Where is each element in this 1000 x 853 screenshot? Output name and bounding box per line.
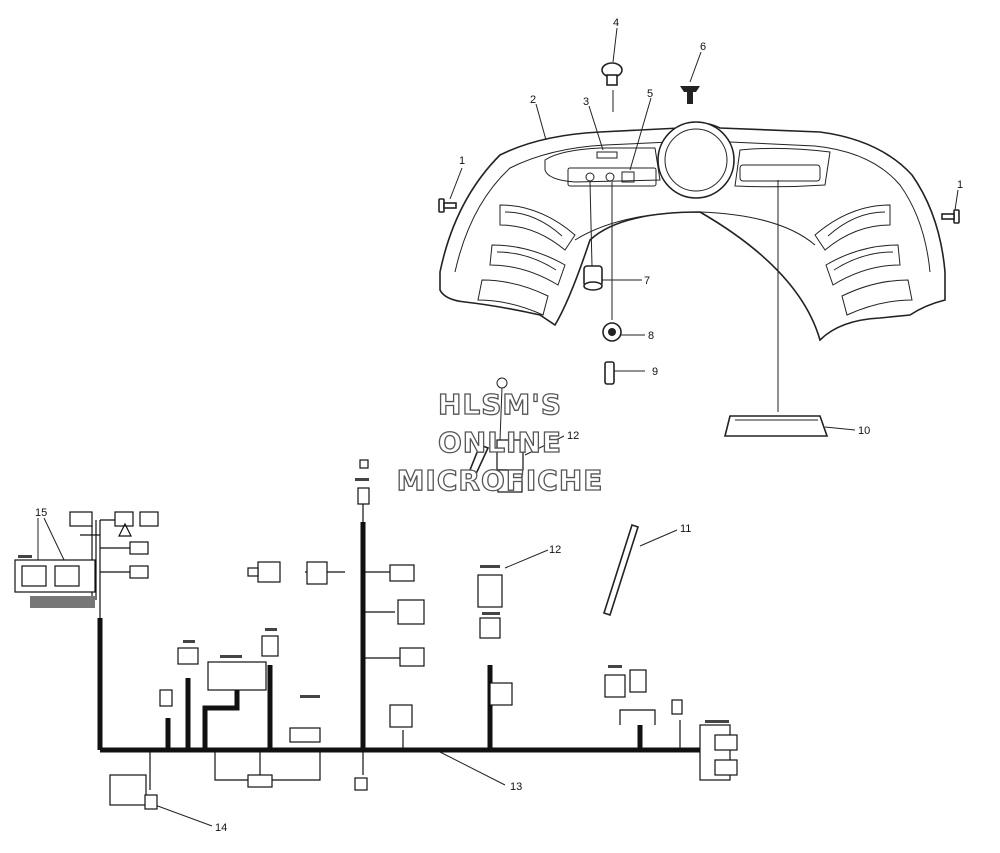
wire-harness — [80, 519, 700, 790]
watermark: HLSM'S ONLINE MICROFICHE — [396, 387, 604, 497]
callout-12-upper: 12 — [567, 430, 579, 442]
cylinder-part — [583, 265, 603, 291]
dash-panel — [439, 121, 946, 342]
callout-14: 14 — [215, 822, 227, 834]
watermark-line-2: ONLINE — [438, 426, 562, 459]
knob-part — [601, 62, 623, 112]
callout-5: 5 — [647, 88, 653, 100]
pin-left — [438, 198, 457, 213]
callout-13: 13 — [510, 781, 522, 793]
lens-part — [723, 415, 829, 437]
callout-9: 9 — [652, 366, 658, 378]
watermark-line-1: HLSM'S — [438, 388, 562, 421]
callout-6: 6 — [700, 41, 706, 53]
callout-7: 7 — [644, 275, 650, 287]
nut-part — [602, 322, 622, 342]
callout-2: 2 — [530, 94, 536, 106]
leader-lines — [37, 27, 959, 827]
callout-1-right: 1 — [957, 179, 963, 191]
callout-11: 11 — [680, 523, 691, 535]
connector-labels — [18, 478, 729, 723]
pin-right — [941, 209, 960, 224]
rod-part — [602, 523, 640, 617]
callout-1-left: 1 — [459, 155, 465, 167]
bulb-part — [604, 361, 615, 385]
callout-12-lower: 12 — [549, 544, 561, 556]
connectors — [14, 377, 738, 810]
callout-10: 10 — [858, 425, 870, 437]
watermark-line-3: MICROFICHE — [397, 464, 604, 497]
callout-8: 8 — [648, 330, 654, 342]
push-clip — [680, 86, 700, 104]
callout-4: 4 — [613, 17, 619, 29]
callout-15: 15 — [35, 507, 47, 519]
callout-labels: 1 1 2 3 4 5 6 7 8 9 10 11 12 12 13 14 15 — [35, 17, 963, 834]
callout-3: 3 — [583, 96, 589, 108]
